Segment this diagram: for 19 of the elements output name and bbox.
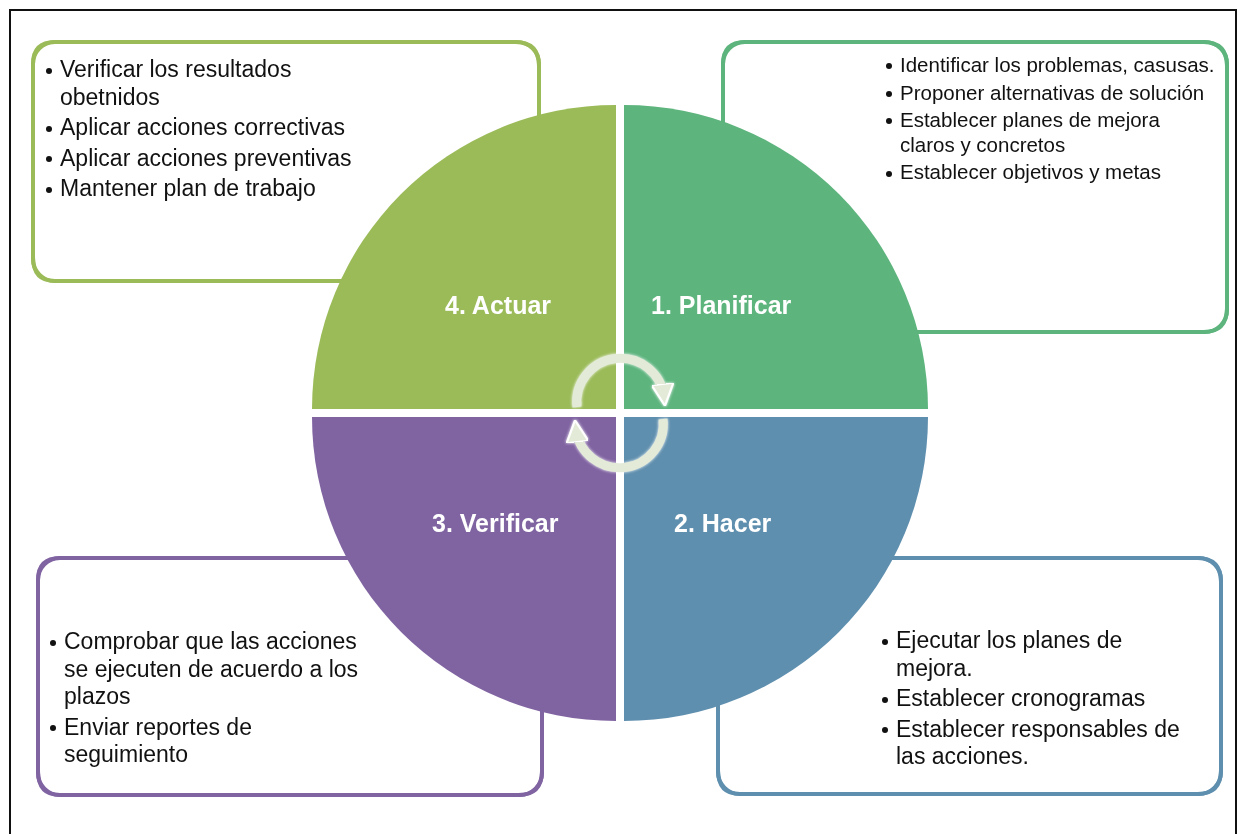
quadrant-label: 1. Planificar — [651, 291, 792, 320]
quadrant-label: 3. Verificar — [432, 509, 559, 538]
quadrant-label: 2. Hacer — [674, 509, 772, 538]
bullet-text: Aplicar acciones correctivas — [60, 114, 346, 141]
cycle-arrow — [566, 418, 668, 473]
bullet-text: Mantener plan de trabajo — [60, 175, 316, 202]
bullet-text: Identificar los problemas, casusas. — [900, 53, 1215, 76]
bullet-text: Establecer planes de mejora claros y concretos — [900, 108, 1160, 156]
bullet-text: Establecer objetivos y metas — [900, 160, 1161, 184]
bullet-text: Verificar los resultados obetnidos — [60, 56, 292, 110]
bullet-text: Comprobar que las acciones se ejecuten de acuerdo a los plazos — [64, 628, 359, 710]
bullet-text: Proponer alternativas de solución — [900, 80, 1205, 104]
bullet-text: Establecer responsables de las acciones. — [896, 715, 1180, 770]
bullet-text: Aplicar acciones preventivas — [60, 144, 352, 171]
bullet-text: Establecer cronogramas — [896, 685, 1146, 712]
bullet-text: Enviar reportes de seguimiento — [64, 713, 252, 768]
quadrant-label: 4. Actuar — [445, 291, 552, 320]
cycle-arrow — [572, 353, 674, 408]
bullet-text: Ejecutar los planes de mejora. — [896, 627, 1123, 681]
